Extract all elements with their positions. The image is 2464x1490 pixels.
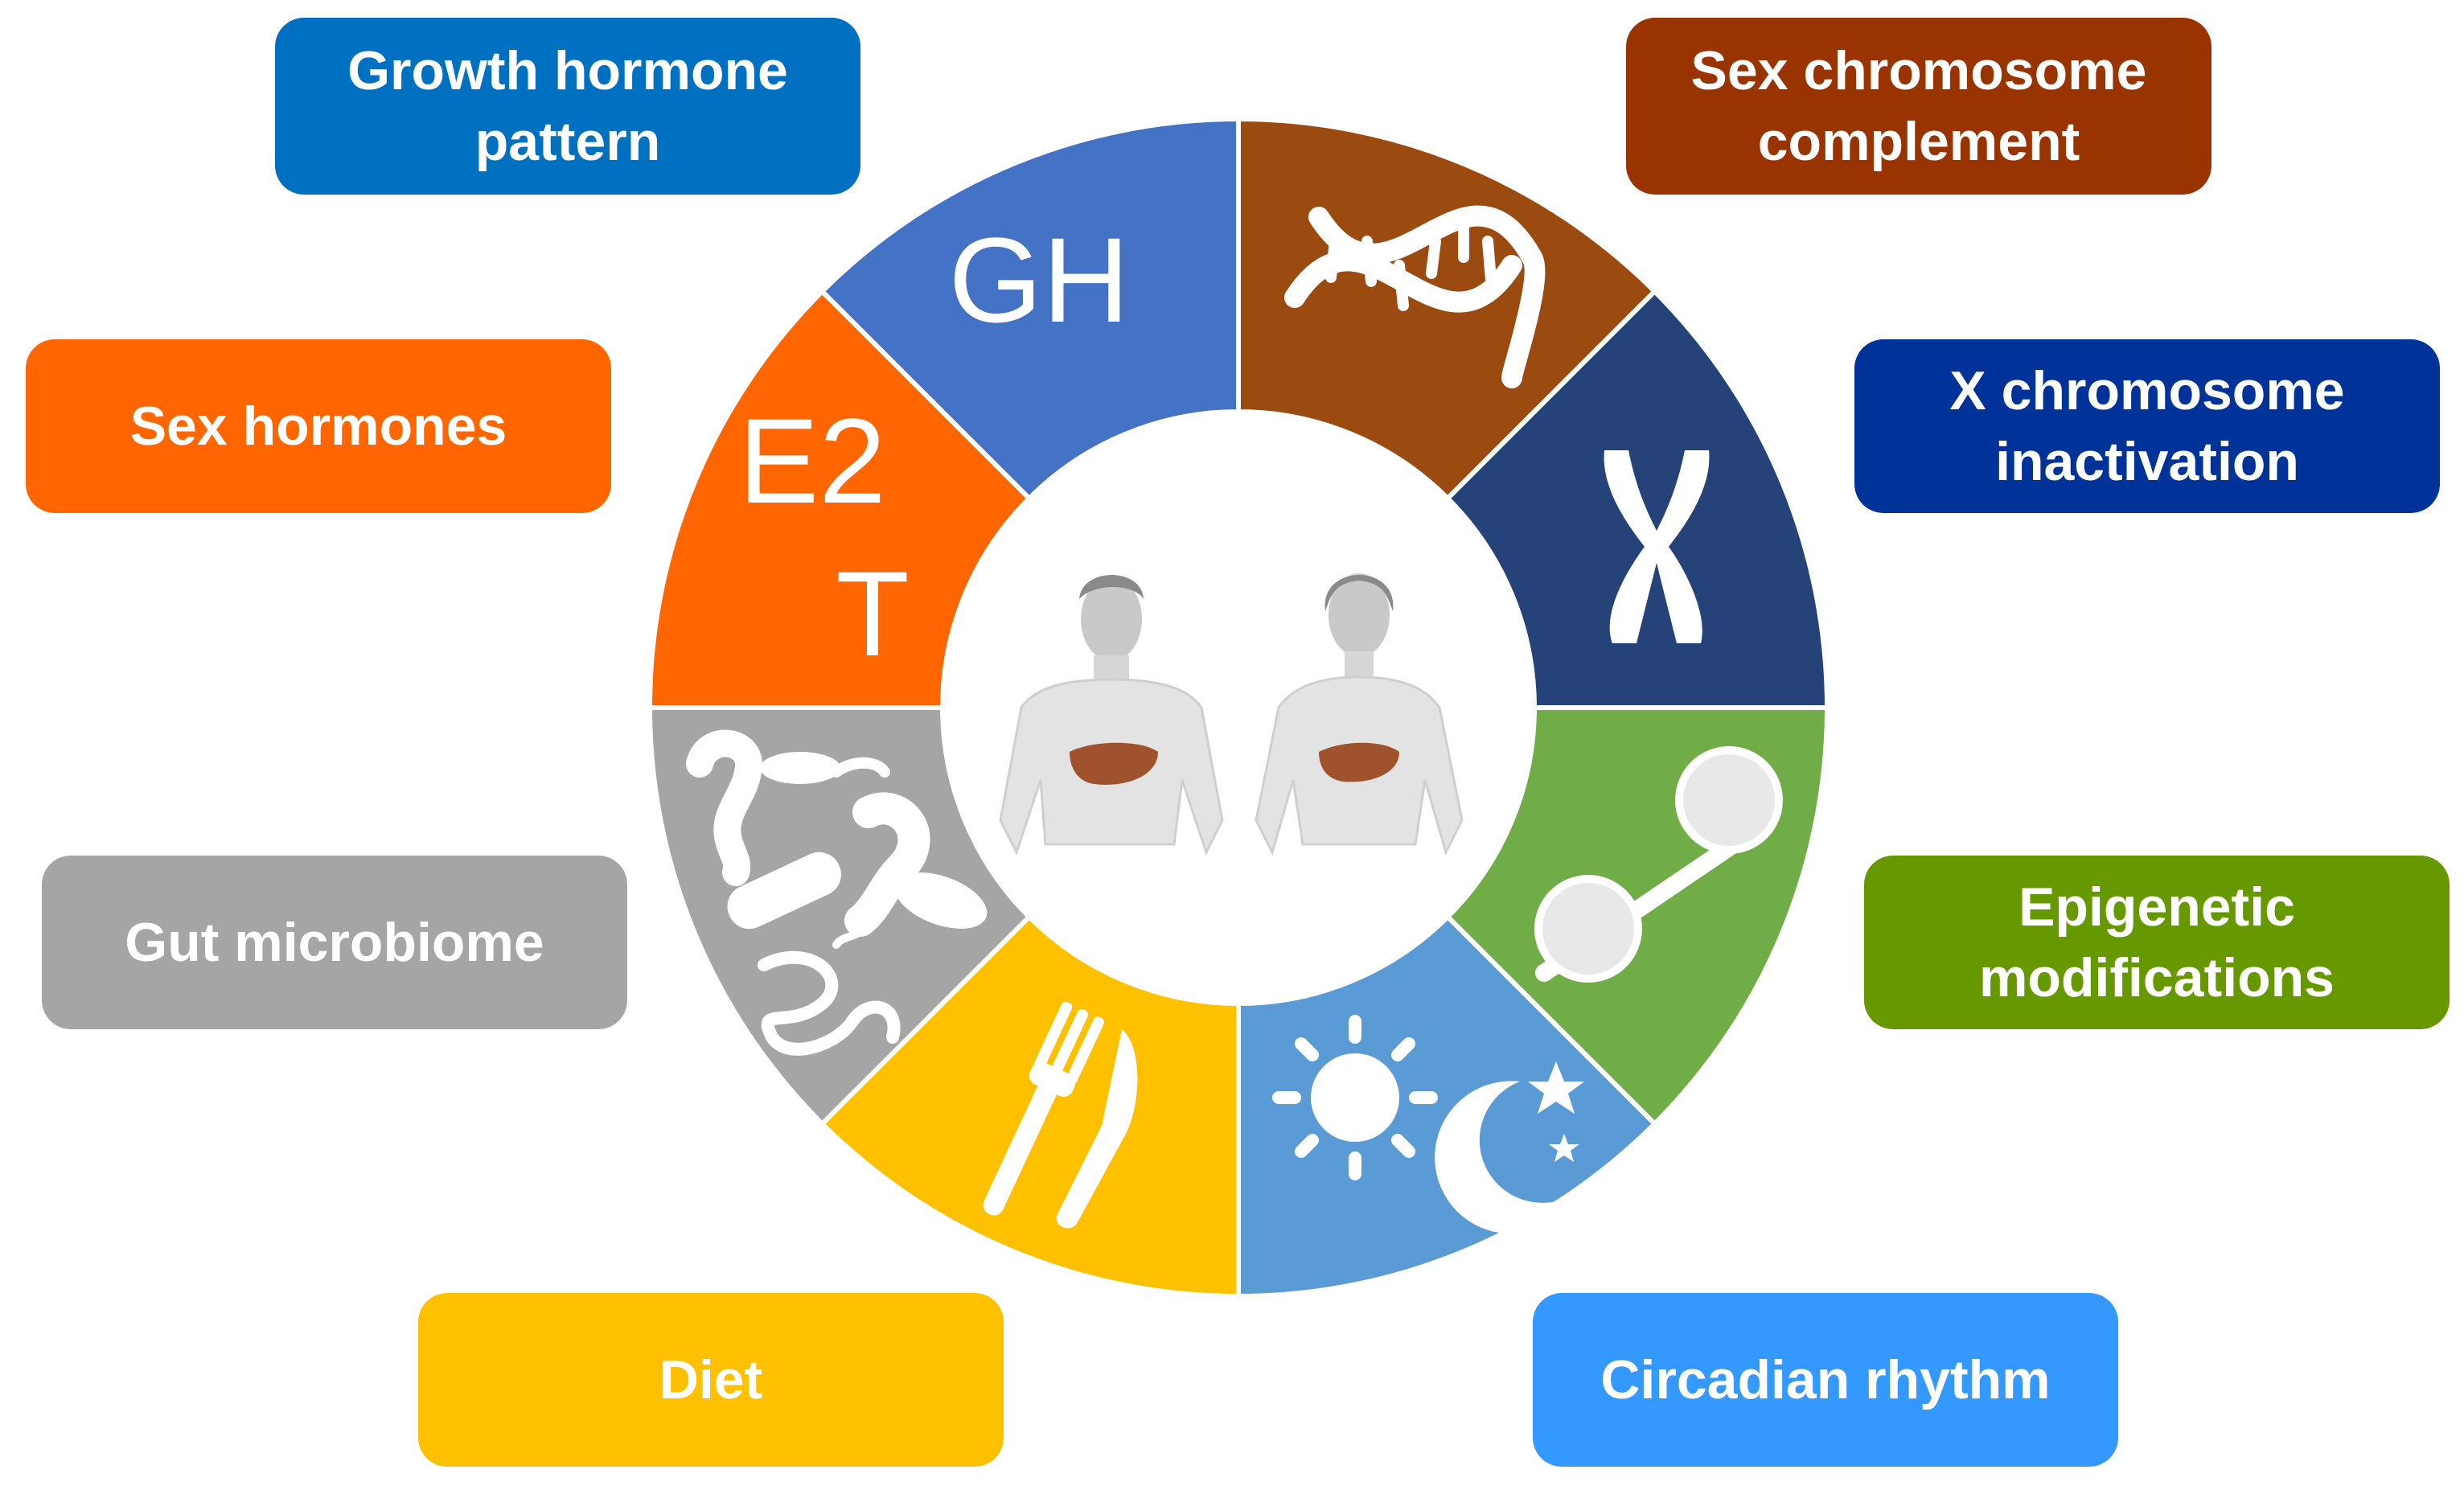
e2-text: E2 bbox=[738, 393, 885, 528]
chromosome-icon bbox=[1604, 450, 1710, 643]
center-circle bbox=[941, 410, 1536, 1005]
epigenetic-label: Epigenetic modifications bbox=[1864, 856, 2450, 1029]
diet-text: Diet bbox=[659, 1349, 763, 1410]
star-icon bbox=[1528, 1061, 1584, 1162]
sex-hormones-text: Sex hormones bbox=[129, 396, 507, 457]
growth-hormone-label: Growth hormone pattern bbox=[275, 18, 860, 195]
circadian-text: Circadian rhythm bbox=[1600, 1349, 2051, 1410]
x-inactivation-text: X chromosome inactivation bbox=[1949, 360, 2345, 492]
gh-text: GH bbox=[949, 212, 1130, 347]
sex-chromosome-text: Sex chromosome complement bbox=[1690, 40, 2147, 172]
gut-microbiome-label: Gut microbiome bbox=[42, 856, 627, 1029]
sex-hormones-label: Sex hormones bbox=[26, 339, 611, 513]
knife-icon bbox=[1056, 1029, 1138, 1229]
dna-icon bbox=[1284, 205, 1546, 388]
x-inactivation-label: X chromosome inactivation bbox=[1854, 339, 2440, 513]
gut-microbiome-text: Gut microbiome bbox=[125, 912, 544, 973]
moon-icon bbox=[1435, 1081, 1580, 1234]
growth-hormone-text: Growth hormone pattern bbox=[347, 40, 788, 172]
nucleosome-icon bbox=[1534, 746, 1783, 983]
liver-icon bbox=[1070, 742, 1158, 785]
epigenetic-text: Epigenetic modifications bbox=[1978, 876, 2335, 1008]
circadian-label: Circadian rhythm bbox=[1533, 1293, 2118, 1467]
body-figures bbox=[999, 573, 1464, 856]
t-text: T bbox=[836, 546, 910, 681]
fork-icon bbox=[983, 1001, 1104, 1216]
sun-icon bbox=[1272, 1015, 1438, 1180]
bacteria-icon bbox=[686, 729, 988, 1056]
liver-icon bbox=[1319, 742, 1399, 782]
sex-chromosome-label: Sex chromosome complement bbox=[1626, 18, 2211, 195]
diet-label: Diet bbox=[418, 1293, 1004, 1467]
